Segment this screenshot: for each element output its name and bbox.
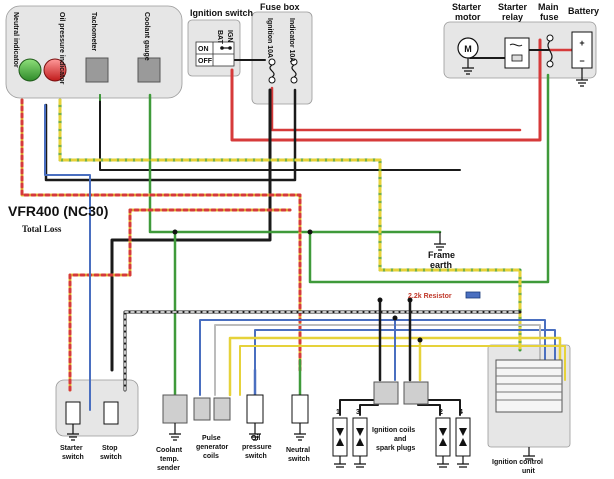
label-fuse-ignition: Ignition 10A xyxy=(266,18,273,58)
label-neutral-indicator: Neutral indicator xyxy=(12,12,19,68)
label-coolant-sender-2: temp. xyxy=(160,456,179,463)
label-ign-on: ON xyxy=(198,46,209,53)
label-fuse-box: Fuse box xyxy=(260,2,300,12)
label-plug-1: 1 xyxy=(336,409,340,416)
coil-pack-right xyxy=(403,381,429,405)
label-ignition-switch: Ignition switch xyxy=(190,8,253,18)
wire-blue-1 xyxy=(44,104,91,411)
wire-red-main xyxy=(230,38,542,142)
motor-symbol: M xyxy=(464,44,472,54)
wire-yellow-pulse-2 xyxy=(239,345,566,396)
fuse-box-panel xyxy=(251,11,313,105)
wire-coil-black xyxy=(378,298,412,382)
coolant-sender xyxy=(162,394,188,424)
oil-pressure-switch xyxy=(246,394,264,424)
main-fuse xyxy=(546,34,554,68)
label-plug-2: 2 xyxy=(439,409,443,416)
label-starter-relay-2: relay xyxy=(502,12,523,22)
label-starter-switch-2: switch xyxy=(62,454,84,461)
coolant-gauge-connector xyxy=(137,57,161,83)
label-starter-switch-1: Starter xyxy=(60,445,83,452)
resistor xyxy=(465,291,481,299)
pulse-coil-2 xyxy=(213,397,231,421)
label-pulse-coils-1: Pulse xyxy=(202,435,221,442)
label-ign-ign: IGN xyxy=(226,30,233,42)
wires xyxy=(20,38,582,416)
wire-black-3 xyxy=(99,94,461,171)
tachometer-connector xyxy=(85,57,109,83)
starter-switch xyxy=(65,401,81,425)
wire-blue-2 xyxy=(199,319,546,396)
wire-yellow-switch xyxy=(68,208,292,392)
oil-pressure-bulb xyxy=(43,58,67,82)
neutral-switch xyxy=(291,394,309,424)
label-pulse-coils-3: coils xyxy=(203,453,219,460)
wire-green-2 xyxy=(308,73,550,284)
label-starter-motor-1: Starter xyxy=(452,2,482,12)
wire-blue-3 xyxy=(254,329,556,391)
fuse-indicator xyxy=(290,58,298,84)
junction-dots xyxy=(172,229,423,343)
spark-plug-gaps xyxy=(336,428,467,446)
icu-connector xyxy=(495,359,563,413)
label-fuse-indicator: Indicator 10A xyxy=(288,18,295,62)
label-oil-switch-1: Oil xyxy=(251,435,260,442)
wire-coil-right xyxy=(417,399,461,416)
label-oil-switch-3: switch xyxy=(245,453,267,460)
battery-plus: + xyxy=(579,38,584,48)
label-tachometer: Tachometer xyxy=(90,12,97,51)
ground-symbols xyxy=(67,58,588,468)
battery-minus: − xyxy=(579,56,584,66)
diagram-title: VFR400 (NC30) xyxy=(8,203,108,219)
label-plug-4: 4 xyxy=(459,409,463,416)
label-neutral-switch-2: switch xyxy=(288,456,310,463)
label-battery: Battery xyxy=(568,6,599,16)
label-starter-relay-1: Starter xyxy=(498,2,528,12)
label-main-fuse-1: Main xyxy=(538,2,559,12)
wire-white-1 xyxy=(214,324,541,396)
label-stop-switch-2: switch xyxy=(100,454,122,461)
label-plug-3: 3 xyxy=(356,409,360,416)
stop-switch xyxy=(103,401,119,425)
label-pulse-coils-2: generator xyxy=(196,444,229,451)
label-frame-earth-2: earth xyxy=(430,260,452,270)
label-icu-1: Ignition control xyxy=(492,459,543,466)
pulse-coil-1 xyxy=(193,397,211,421)
coil-pack-left xyxy=(373,381,399,405)
label-oil-switch-2: pressure xyxy=(242,444,272,451)
label-coolant-sender-3: sender xyxy=(157,465,180,472)
label-neutral-switch-1: Neutral xyxy=(286,447,310,454)
label-oil-pressure-indicator: Oil pressure indicator xyxy=(58,12,65,85)
label-coils-3: spark plugs xyxy=(376,445,415,452)
neutral-bulb xyxy=(18,58,42,82)
label-coolant-gauge: Coolant gauge xyxy=(143,12,150,61)
label-ign-off: OFF xyxy=(198,58,213,65)
starter-relay xyxy=(504,37,530,69)
label-coolant-sender-1: Coolant xyxy=(156,447,183,454)
icu-pins xyxy=(496,367,562,401)
label-resistor: 2.2k Resistor xyxy=(408,293,452,300)
wire-coil-left xyxy=(339,399,379,416)
label-coils-2: and xyxy=(394,436,406,443)
spark-plugs xyxy=(332,417,471,457)
label-starter-motor-2: motor xyxy=(455,12,481,22)
label-main-fuse-2: fuse xyxy=(540,12,559,22)
label-coils-1: Ignition coils xyxy=(372,427,415,434)
label-ign-bat: BAT xyxy=(216,30,223,45)
wire-red-fuse xyxy=(270,86,522,132)
label-stop-switch-1: Stop xyxy=(102,445,118,452)
wire-green-earth xyxy=(148,93,442,234)
wire-black-white xyxy=(123,310,522,392)
label-frame-earth-1: Frame xyxy=(428,250,455,260)
wire-black-1 xyxy=(110,88,272,372)
diagram-subtitle: Total Loss xyxy=(22,224,62,234)
label-icu-2: unit xyxy=(522,468,535,475)
fuse-ignition xyxy=(268,58,276,84)
